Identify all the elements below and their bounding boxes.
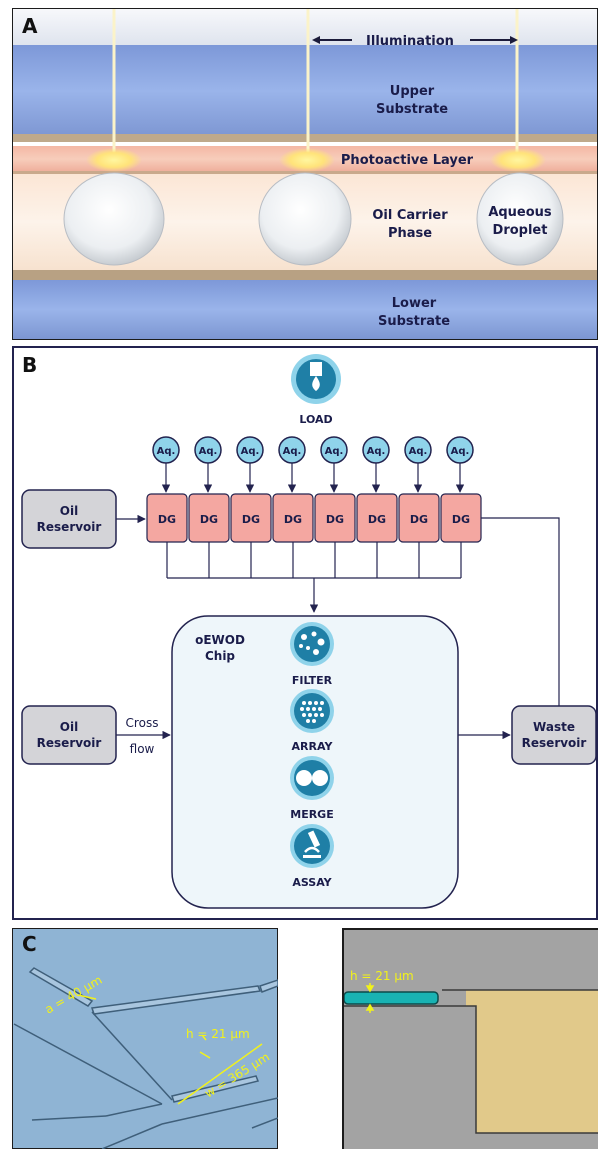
filter-icon (290, 622, 334, 666)
dg-box-1: DG (146, 493, 188, 543)
filter-label: FILTER (292, 674, 333, 687)
oil-reservoir-top-label-2: Reservoir (37, 520, 102, 534)
svg-text:Aq.: Aq. (283, 446, 302, 457)
load-icon (291, 354, 341, 404)
svg-text:DG: DG (200, 513, 218, 526)
dimension-h-left-label: h = 21 µm (186, 1027, 250, 1041)
dg-box-4: DG (272, 493, 314, 543)
panel-c-left-render: a = 40 µm h = 21 µm w = 365 µm (12, 928, 278, 1149)
aq-inlet-8: Aq. (446, 436, 474, 493)
svg-text:Aq.: Aq. (241, 446, 260, 457)
dg-box-2: DG (188, 493, 230, 543)
svg-text:DG: DG (158, 513, 176, 526)
upper-substrate-label-2: Substrate (376, 102, 448, 117)
lower-substrate-label-2: Substrate (378, 314, 450, 329)
waste-reservoir-label-1: Waste (533, 720, 575, 734)
oil-reservoir-bottom (21, 705, 117, 765)
array-label: ARRAY (292, 740, 334, 753)
aq-inlet-2: Aq. (194, 436, 222, 493)
oil-phase-label-1: Oil Carrier (372, 208, 448, 223)
panel-c-right-section: h = 21 µm (342, 928, 598, 1149)
aq-inlet-6: Aq. (362, 436, 390, 493)
svg-text:Aq.: Aq. (451, 446, 470, 457)
aqueous-droplet-label-2: Droplet (493, 223, 548, 238)
dg-box-5: DG (314, 493, 356, 543)
aq-inlet-5: Aq. (320, 436, 348, 493)
panel-a-illustration: Illumination Upper Substrate Photoactive… (12, 8, 598, 340)
dg-box-7: DG (398, 493, 440, 543)
svg-text:DG: DG (410, 513, 428, 526)
aq-inlet-3: Aq. (236, 436, 264, 493)
waste-reservoir (511, 705, 597, 765)
panel-b-flow-diagram: LOAD Aq. Aq. Aq. Aq. Aq. Aq. Aq. Aq. DG … (12, 346, 598, 920)
svg-text:Aq.: Aq. (409, 446, 428, 457)
lower-substrate-label-1: Lower (392, 296, 437, 311)
array-icon (290, 689, 334, 733)
svg-text:Aq.: Aq. (157, 446, 176, 457)
oil-phase-label-2: Phase (388, 226, 432, 241)
svg-text:Aq.: Aq. (199, 446, 218, 457)
merge-label: MERGE (290, 808, 333, 821)
aq-inlet-4: Aq. (278, 436, 306, 493)
waste-reservoir-label-2: Reservoir (522, 736, 587, 750)
oewod-chip-label-2: Chip (205, 649, 235, 663)
load-label: LOAD (299, 413, 332, 426)
dimension-h-right-label: h = 21 µm (350, 969, 414, 983)
aq-inlet-1: Aq. (152, 436, 180, 493)
panel-b-letter: B (22, 353, 38, 377)
dg-box-8: DG (440, 493, 482, 543)
cross-flow-label-1: Cross (126, 716, 159, 730)
oil-reservoir-top (21, 489, 117, 549)
panel-c-letter: C (22, 932, 37, 956)
oewod-chip-label-1: oEWOD (195, 633, 245, 647)
svg-text:DG: DG (326, 513, 344, 526)
panel-a-letter: A (22, 14, 38, 38)
svg-text:DG: DG (368, 513, 386, 526)
svg-text:DG: DG (452, 513, 470, 526)
svg-text:Aq.: Aq. (367, 446, 386, 457)
aqueous-droplet-label-1: Aqueous (488, 205, 552, 220)
svg-text:DG: DG (284, 513, 302, 526)
assay-label: ASSAY (292, 876, 332, 889)
illumination-label: Illumination (366, 34, 454, 49)
dg-box-3: DG (230, 493, 272, 543)
cross-flow-label-2: flow (130, 742, 155, 756)
microscope-icon (290, 824, 334, 868)
oil-reservoir-bottom-label-2: Reservoir (37, 736, 102, 750)
svg-text:DG: DG (242, 513, 260, 526)
oil-reservoir-bottom-label-1: Oil (60, 720, 78, 734)
oil-reservoir-top-label-1: Oil (60, 504, 78, 518)
dg-box-6: DG (356, 493, 398, 543)
aq-inlet-7: Aq. (404, 436, 432, 493)
merge-icon (290, 756, 334, 800)
photoactive-layer-label: Photoactive Layer (341, 153, 474, 168)
upper-substrate-label-1: Upper (390, 84, 435, 99)
svg-text:Aq.: Aq. (325, 446, 344, 457)
